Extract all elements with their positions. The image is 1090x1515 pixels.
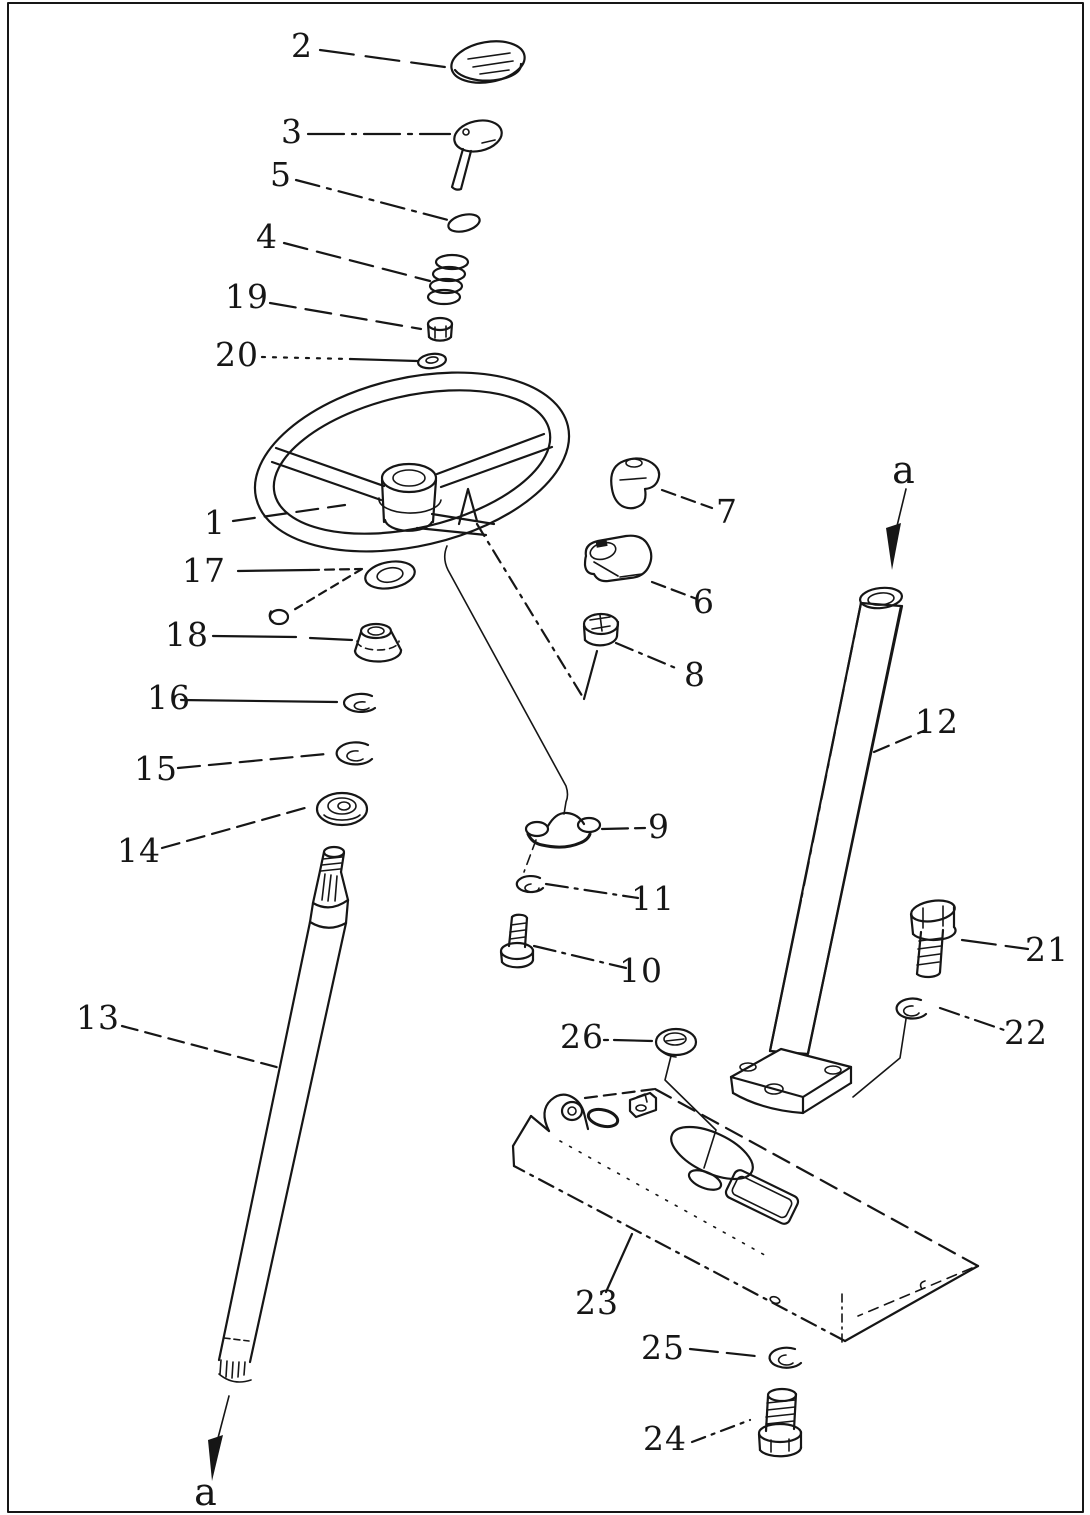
- part-16-clip: [342, 692, 377, 713]
- part-13-steering-shaft: [217, 845, 350, 1383]
- part-callout-15: 15: [134, 748, 178, 788]
- part-callout-10: 10: [619, 950, 663, 990]
- part-6-bracket: [583, 534, 653, 583]
- leader-22-to-flange: [852, 1018, 907, 1098]
- part-3-contact: [450, 119, 503, 191]
- part-callout-26: 26: [560, 1016, 604, 1056]
- part-callout-22: 22: [1004, 1012, 1048, 1052]
- part-9-clamp: [524, 811, 602, 849]
- view-marker-a: a: [194, 1470, 218, 1515]
- part-22-lock-washer: [895, 997, 928, 1020]
- part-5-seal: [447, 213, 481, 233]
- part-callout-21: 21: [1025, 929, 1069, 969]
- part-4-spring: [426, 253, 470, 306]
- part-callout-13: 13: [76, 997, 120, 1037]
- part-callout-3: 3: [281, 111, 303, 151]
- part-7-knob: [610, 457, 661, 510]
- part-11-washer: [515, 874, 545, 894]
- part-23-mount-plate: [511, 1087, 980, 1345]
- part-callout-6: 6: [693, 581, 715, 621]
- part-20-washer: [417, 352, 447, 370]
- part-callout-7: 7: [716, 491, 738, 531]
- part-19-nut: [426, 316, 454, 342]
- part-callout-1: 1: [204, 502, 226, 542]
- part-callout-14: 14: [117, 830, 161, 870]
- part-17-washer: [268, 560, 416, 626]
- part-callout-20: 20: [215, 334, 259, 374]
- part-18-bushing: [353, 622, 403, 663]
- part-callout-8: 8: [684, 654, 706, 694]
- part-callout-23: 23: [575, 1282, 619, 1322]
- part-26-nut: [654, 1027, 698, 1058]
- leader-lines: [120, 48, 1030, 1444]
- part-callout-4: 4: [256, 216, 278, 256]
- part-callout-25: 25: [641, 1327, 685, 1367]
- part-callout-17: 17: [182, 550, 226, 590]
- hub-pointer-lines: [457, 487, 599, 701]
- part-21-bolt: [909, 899, 957, 979]
- part-10-bolt: [499, 913, 535, 969]
- wheel-to-clamp-line: [443, 545, 569, 815]
- part-15-snap-ring: [335, 741, 374, 766]
- view-arrow-top: [886, 488, 907, 570]
- part-24-bolt: [757, 1387, 803, 1458]
- part-2-cap: [450, 40, 526, 84]
- part-14-bearing: [315, 791, 369, 827]
- part-callout-9: 9: [648, 806, 670, 846]
- part-12-steering-column: [729, 586, 904, 1115]
- part-callout-2: 2: [291, 25, 313, 65]
- part-callout-19: 19: [225, 276, 269, 316]
- part-1-steering-wheel: [253, 371, 571, 553]
- view-marker-a: a: [892, 448, 916, 493]
- part-callout-24: 24: [643, 1418, 687, 1458]
- part-callout-11: 11: [631, 878, 675, 918]
- view-arrow-bottom: [208, 1395, 230, 1481]
- leader-26-to-plate: [664, 1055, 717, 1169]
- clamp-to-washer-line: [523, 839, 537, 873]
- part-8-nut: [582, 612, 620, 647]
- part-callout-12: 12: [915, 701, 959, 741]
- part-callout-16: 16: [147, 677, 191, 717]
- page-border: [7, 2, 1084, 1513]
- part-25-lock-washer: [768, 1346, 803, 1369]
- part-callout-18: 18: [165, 614, 209, 654]
- part-callout-5: 5: [270, 154, 292, 194]
